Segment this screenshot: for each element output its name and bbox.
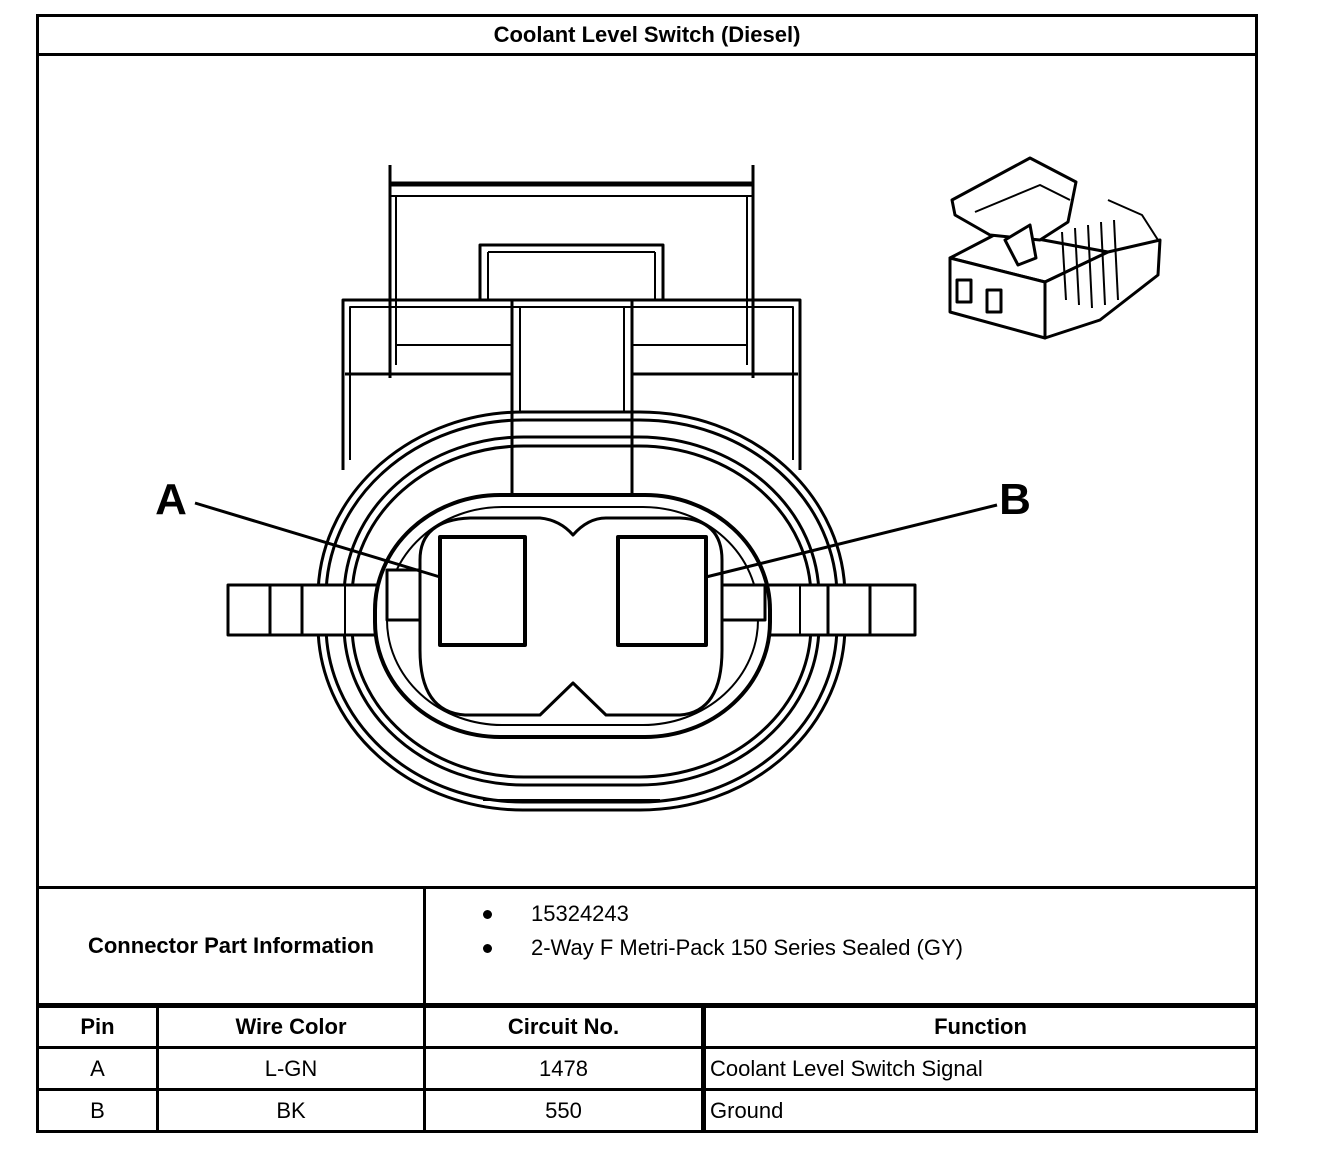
title-divider [36,53,1258,56]
terminal-cavity [373,493,772,739]
part-number: 15324243 [531,901,629,926]
pin-b-label: B [999,475,1031,524]
header-circuit-no: Circuit No. [507,1014,620,1039]
upper-housing [388,165,755,378]
circuit-column-divider [701,1006,706,1133]
connector-isometric-icon [948,156,1162,340]
header-function: Function [934,1014,1027,1039]
part-info-label: Connector Part Information [87,933,374,958]
document-frame [36,14,1258,1133]
row-a-circuit: 1478 [539,1055,588,1081]
page-title: Coolant Level Switch (Diesel) [493,22,801,47]
diagram-divider [36,886,1258,889]
pin-a-terminal [438,535,527,647]
wire-color-column-divider [423,1006,426,1133]
row-b-function: Ground [710,1097,784,1123]
part-info-column-divider [423,886,426,1006]
row-b-pin: B [90,1097,105,1123]
pin-b-terminal [616,535,708,647]
pin-a-leader [194,501,441,579]
header-wire-color: Wire Color [235,1014,347,1039]
row-a-pin: A [90,1055,105,1081]
connector-description: 2-Way F Metri-Pack 150 Series Sealed (GY… [531,935,963,960]
pin-b-leader [705,503,998,579]
part-info-list: 15324243 2-Way F Metri-Pack 150 Series S… [426,889,1255,1003]
row-a-divider [36,1088,1258,1091]
pin-a-label: A [155,475,187,524]
header-pin: Pin [80,1014,115,1039]
pin-leader-lines [194,501,998,579]
row-a-function: Coolant Level Switch Signal [710,1055,983,1081]
connector-end-view-icon: A B [155,156,1162,812]
row-a-wire-color: L-GN [264,1055,318,1081]
row-b-circuit: 550 [545,1097,582,1123]
part-info-divider [36,1003,1258,1008]
pin-column-divider [156,1006,159,1133]
row-b-wire-color: BK [276,1097,306,1123]
bullet-icon [483,944,492,953]
bullet-icon [483,910,492,919]
header-row-divider [36,1046,1258,1049]
pin-terminals [438,535,708,647]
